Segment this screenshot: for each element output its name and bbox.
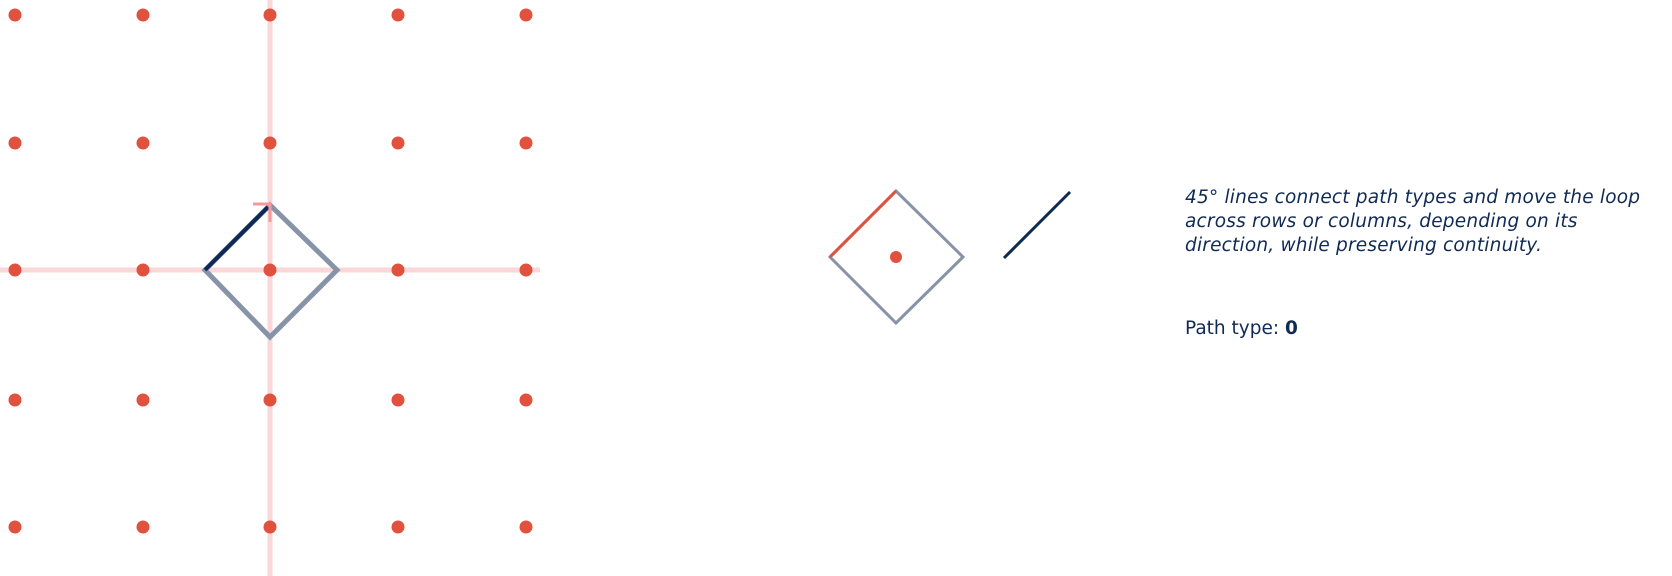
grid-dot	[391, 520, 405, 534]
grid-dot	[8, 263, 22, 277]
grid-dot	[136, 520, 150, 534]
grid-dot	[391, 136, 405, 150]
description-text: 45° lines connect path types and move th…	[1185, 187, 1641, 256]
grid-dot	[136, 393, 150, 407]
grid-dot	[8, 136, 22, 150]
grid-dot	[8, 520, 22, 534]
grid-dot	[263, 136, 277, 150]
legend-accent-edge	[828, 189, 898, 259]
path-type-label: Path type:	[1185, 318, 1280, 339]
legend-45-line	[1002, 190, 1072, 260]
grid-dot	[391, 393, 405, 407]
grid-dot	[519, 393, 533, 407]
grid-dot	[263, 8, 277, 22]
grid-dot	[8, 8, 22, 22]
legend-center-dot	[890, 251, 902, 263]
grid-dot	[519, 136, 533, 150]
active-segment	[203, 205, 270, 272]
grid-dot	[136, 8, 150, 22]
path-type-readout: Path type: 0	[1185, 318, 1298, 339]
grid-dot	[519, 8, 533, 22]
grid-dot	[136, 136, 150, 150]
grid-dot	[263, 263, 277, 277]
grid-dot	[391, 263, 405, 277]
grid-dot	[263, 393, 277, 407]
grid-dot	[8, 393, 22, 407]
path-type-value: 0	[1284, 318, 1298, 339]
grid-dot	[263, 520, 277, 534]
arrow-head-icon	[253, 202, 272, 222]
grid-dot	[136, 263, 150, 277]
grid-dot	[391, 8, 405, 22]
grid-dot	[519, 263, 533, 277]
grid-dot	[519, 520, 533, 534]
